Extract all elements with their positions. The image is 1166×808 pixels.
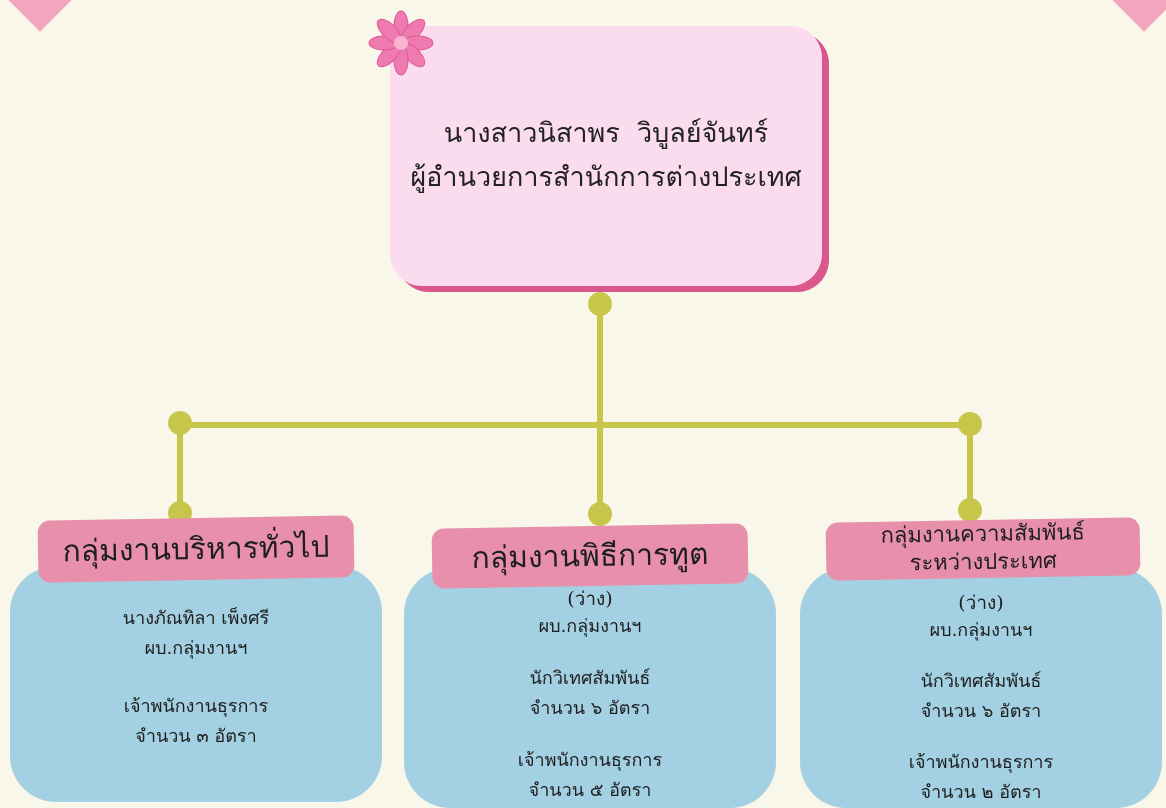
- staff-count: จำนวน ๒ อัตรา: [920, 782, 1042, 803]
- director-box: นางสาวนิสาพร วิบูลย์จันทร์ ผู้อำนวยการสำ…: [390, 26, 822, 286]
- director-name: นางสาวนิสาพร วิบูลย์จันทร์: [443, 118, 769, 149]
- head-name: (ว่าง): [567, 588, 613, 610]
- head-name: (ว่าง): [958, 592, 1004, 614]
- group-title-line2: ระหว่างประเทศ: [909, 548, 1058, 577]
- staff-count: จำนวน ๖ อัตรา: [529, 698, 651, 719]
- staff-role: นักวิเทศสัมพันธ์: [529, 668, 651, 689]
- group-title: กลุ่มงานบริหารทั่วไป: [62, 529, 330, 569]
- staff-role: เจ้าพนักงานธุรการ: [908, 752, 1054, 773]
- group-header-international-relations: กลุ่มงานความสัมพันธ์ ระหว่างประเทศ: [825, 517, 1141, 581]
- pink-flower-icon: [368, 10, 434, 76]
- node-dot-top: [588, 292, 612, 316]
- node-dot-left-junction: [168, 411, 192, 435]
- staff-count: จำนวน ๕ อัตรา: [528, 780, 652, 801]
- group-title: กลุ่มงานพิธีการทูต: [471, 536, 709, 576]
- head-role: ผบ.กลุ่มงานฯ: [144, 638, 248, 659]
- node-dot-right-bottom: [958, 498, 982, 522]
- head-name: นางภัณทิลา เพ็งศรี: [122, 608, 270, 629]
- group-title-line1: กลุ่มงานความสัมพันธ์: [880, 520, 1086, 549]
- staff-count: จำนวน ๖ อัตรา: [920, 701, 1042, 722]
- group-header-protocol: กลุ่มงานพิธีการทูต: [431, 523, 749, 589]
- group-card-general-admin: นางภัณทิลา เพ็งศรี ผบ.กลุ่มงานฯ เจ้าพนัก…: [10, 566, 382, 802]
- group-card-international-relations: (ว่าง) ผบ.กลุ่มงานฯ นักวิเทศสัมพันธ์ จำน…: [800, 568, 1162, 808]
- director-position: ผู้อำนวยการสำนักการต่างประเทศ: [410, 162, 802, 193]
- head-role: ผบ.กลุ่มงานฯ: [929, 620, 1033, 641]
- staff-role: เจ้าพนักงานธุรการ: [517, 750, 663, 771]
- group-card-protocol: (ว่าง) ผบ.กลุ่มงานฯ นักวิเทศสัมพันธ์ จำน…: [404, 568, 776, 808]
- staff-role: นักวิเทศสัมพันธ์: [920, 671, 1042, 692]
- staff-count: จำนวน ๓ อัตรา: [135, 726, 257, 747]
- staff-role: เจ้าพนักงานธุรการ: [123, 696, 269, 717]
- node-dot-right-junction: [958, 412, 982, 436]
- group-header-general-admin: กลุ่มงานบริหารทั่วไป: [37, 515, 355, 583]
- node-dot-center-bottom: [588, 502, 612, 526]
- head-role: ผบ.กลุ่มงานฯ: [538, 616, 642, 637]
